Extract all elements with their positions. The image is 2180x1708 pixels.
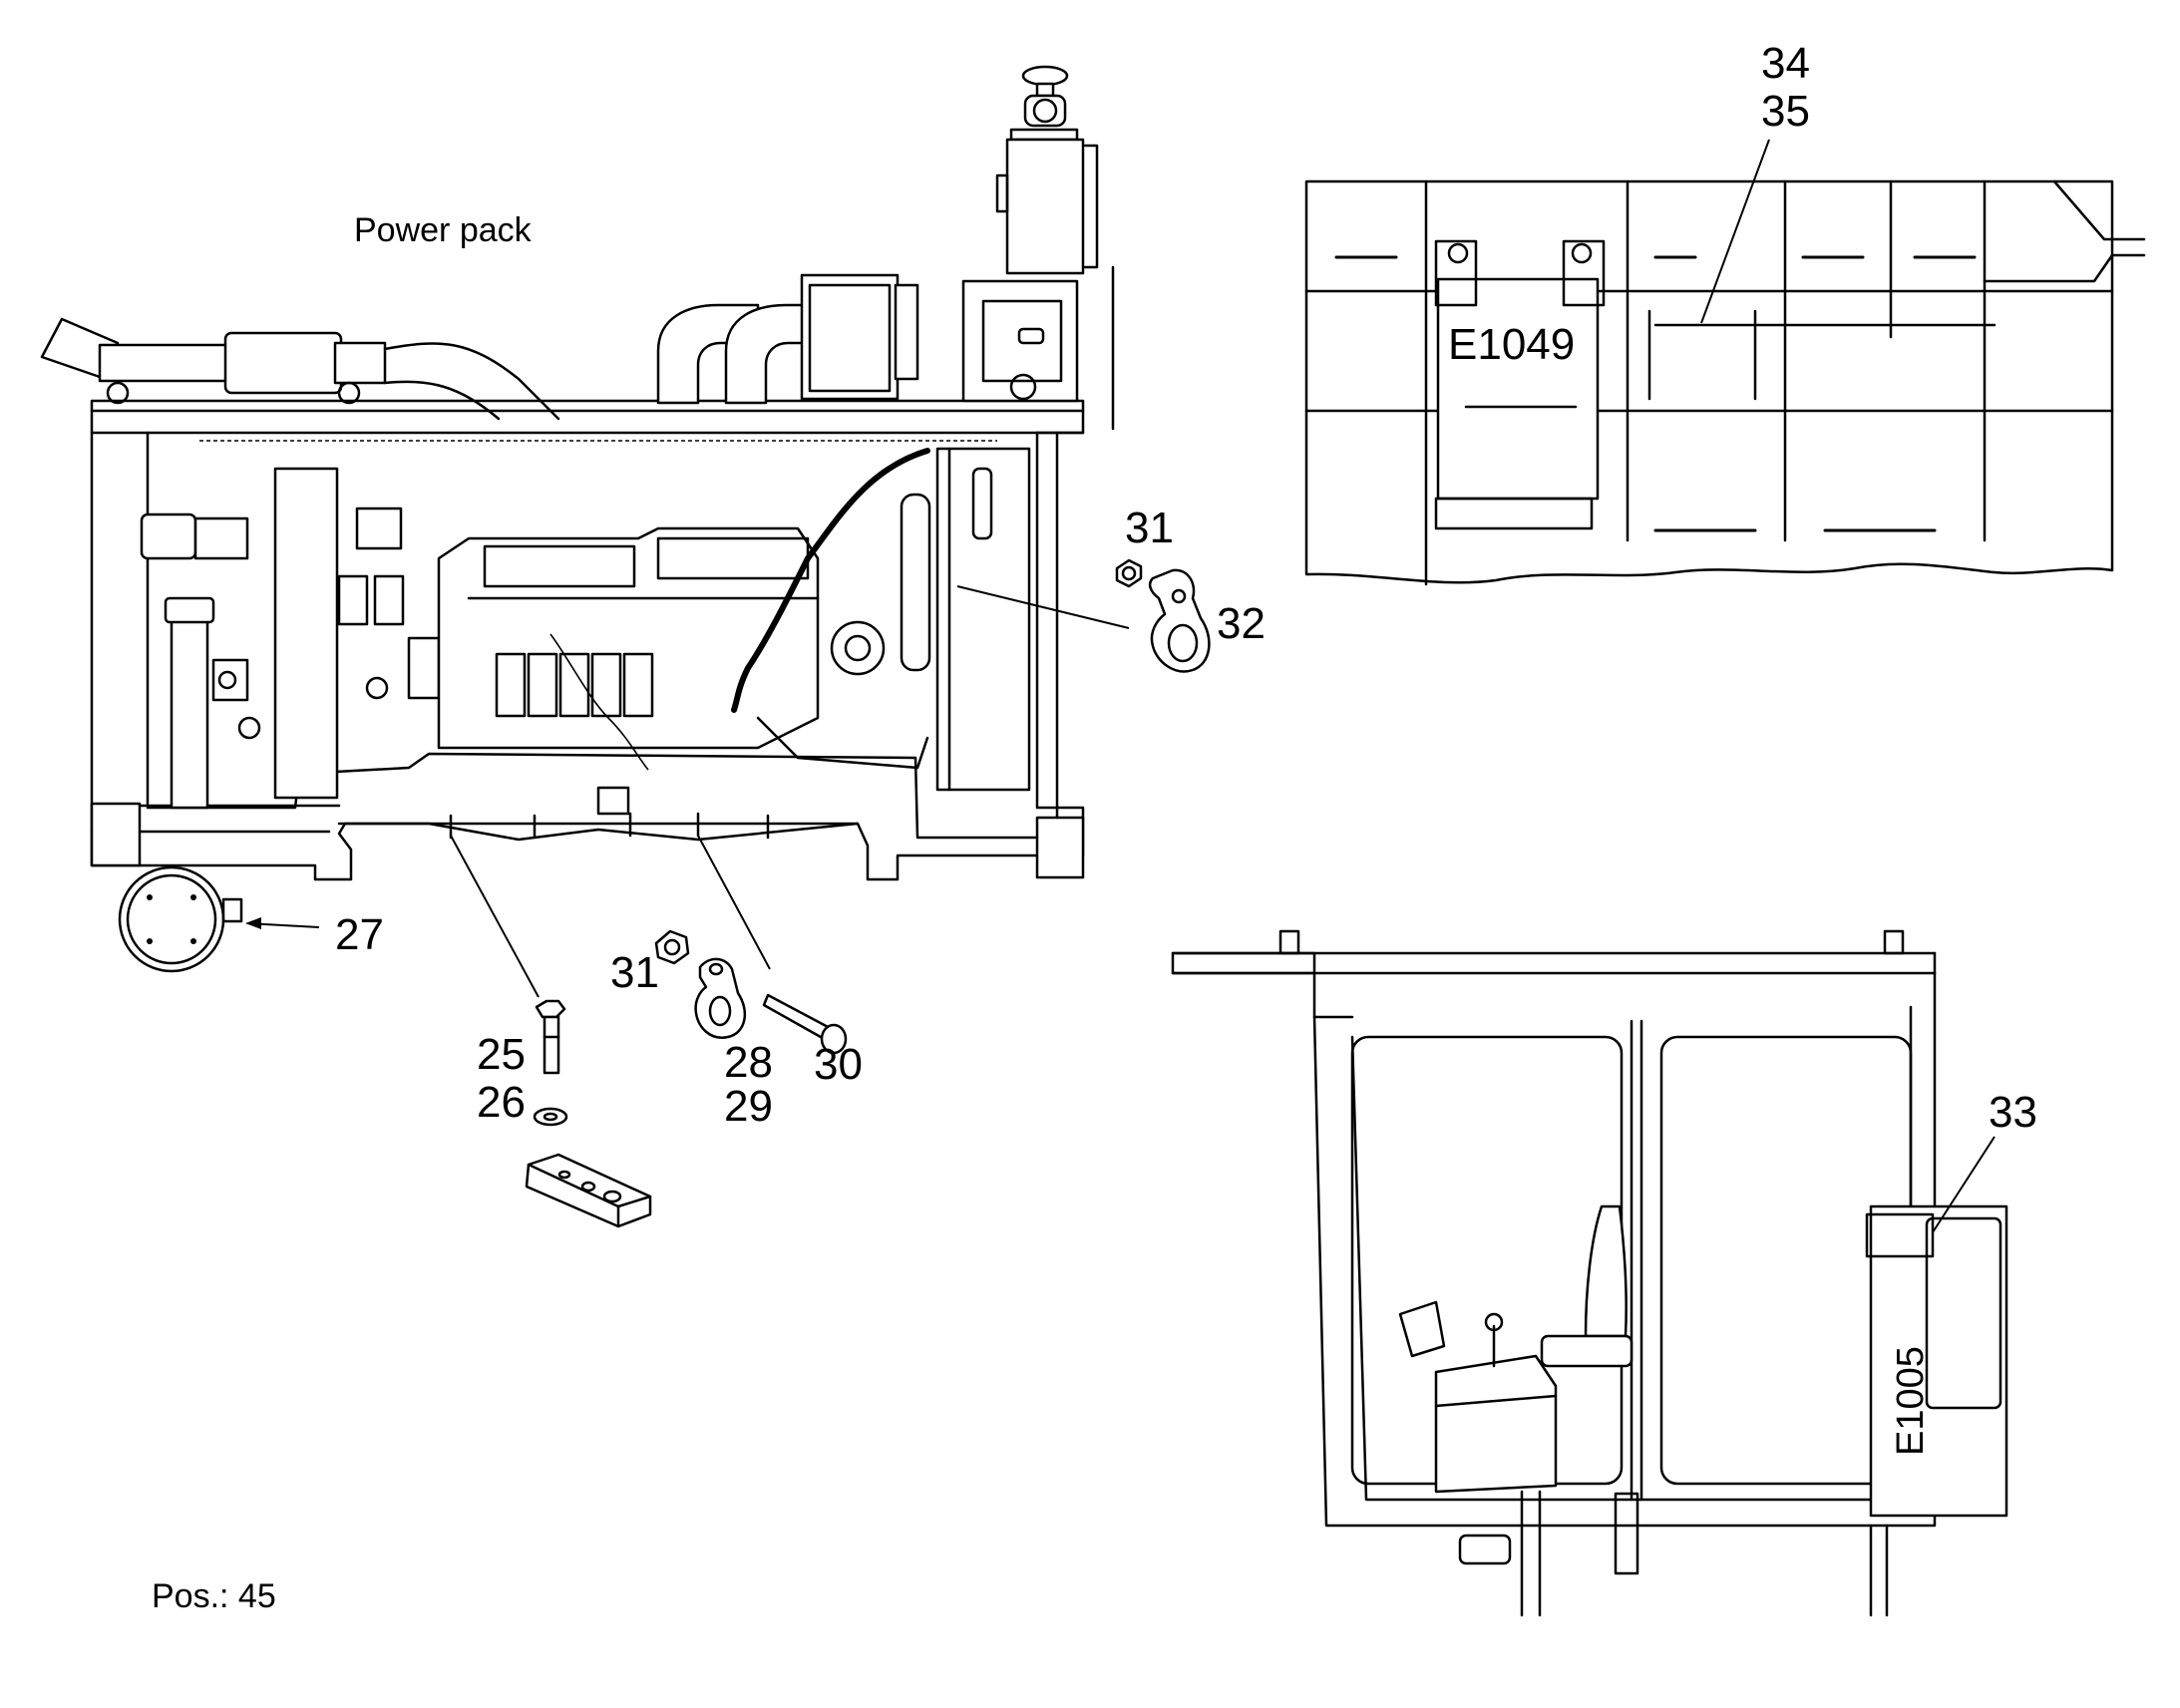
harness-pipe — [549, 633, 649, 771]
intake-elbows — [656, 273, 919, 405]
bolt-25 — [450, 835, 566, 1075]
clamp-assembly-lower — [654, 835, 848, 1055]
air-cleaner-box — [961, 265, 1115, 431]
clamp-assembly-upper — [956, 558, 1211, 673]
chassis — [90, 431, 1085, 881]
alternator — [118, 865, 243, 973]
callout-34: 34 — [1761, 39, 1810, 88]
callout-33: 33 — [1989, 1088, 2037, 1137]
callout-30: 30 — [814, 1040, 863, 1089]
washer-26 — [533, 1107, 568, 1127]
engine-block — [437, 447, 1031, 792]
power-pack-drawing — [40, 65, 1115, 973]
top-frame-rail — [90, 399, 1085, 435]
callout-29: 29 — [724, 1082, 773, 1131]
exhaust-stack — [995, 65, 1099, 275]
cab-box-label: E1005 — [1890, 1346, 1932, 1456]
callout-25: 25 — [477, 1030, 526, 1079]
callout-28: 28 — [724, 1038, 773, 1087]
callout-32: 32 — [1217, 599, 1266, 648]
bottom-clamps — [449, 786, 770, 840]
plate — [525, 1153, 652, 1228]
wiring-harness — [731, 448, 930, 713]
callout-26: 26 — [477, 1078, 526, 1127]
power-pack-title: Power pack — [354, 211, 533, 249]
callout-31-lower: 31 — [610, 948, 659, 997]
air-intake — [40, 317, 560, 421]
callout-35: 35 — [1761, 87, 1810, 136]
engine-left-components — [140, 467, 441, 810]
callout-31-upper: 31 — [1125, 504, 1174, 552]
tank-view: E1049 — [1304, 139, 2146, 586]
cab-view: E1005 — [1171, 929, 2008, 1617]
position-note: Pos.: 45 — [152, 1577, 276, 1615]
tank-label: E1049 — [1448, 320, 1575, 369]
callout-27: 27 — [335, 910, 384, 959]
